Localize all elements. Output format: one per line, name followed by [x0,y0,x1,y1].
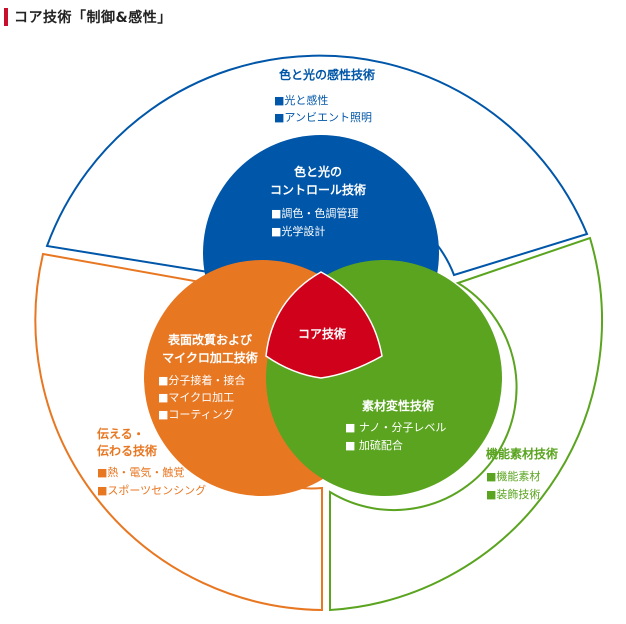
orange-title-line-1: 表面改質および [167,332,253,347]
outer-left-title-line-2: 伝わる技術 [97,443,157,458]
outer-left-item-2: ■スポーツセンシング [97,483,206,497]
outer-segment-right [329,236,603,612]
outer-top-title: 色と光の感性技術 [279,67,375,82]
outer-right-item-1: ■機能素材 [486,469,540,483]
outer-top-item-2: ■アンビエント照明 [274,111,372,124]
core-label: コア技術 [298,326,346,341]
page-title: コア技術「制御&感性」 [14,10,172,26]
orange-title-line-2: マイクロ加工技術 [162,350,258,365]
header-accent-bar [4,8,8,26]
blue-title-line-2: コントロール技術 [270,182,366,197]
green-title: 素材変性技術 [362,398,434,413]
green-item-2: ■ 加硫配合 [345,438,403,452]
orange-item-3: ■コーティング [158,407,234,421]
blue-item-1: ■調色・色調管理 [271,206,358,220]
outer-left-item-1: ■熱・電気・触覚 [97,465,184,479]
outer-top-item-1: ■光と感性 [274,93,328,107]
outer-left-title-line-1: 伝える・ [97,426,145,441]
blue-item-2: ■光学設計 [271,224,325,238]
outer-right-title: 機能素材技術 [486,446,558,461]
orange-item-2: ■マイクロ加工 [158,391,234,404]
core-region [265,271,383,379]
green-item-1: ■ ナノ・分子レベル [345,421,446,434]
orange-item-1: ■分子接着・接合 [158,373,245,387]
page-header: コア技術「制御&感性」 [4,6,172,28]
blue-title-line-1: 色と光の [294,164,342,179]
outer-right-item-2: ■装飾技術 [486,488,540,501]
